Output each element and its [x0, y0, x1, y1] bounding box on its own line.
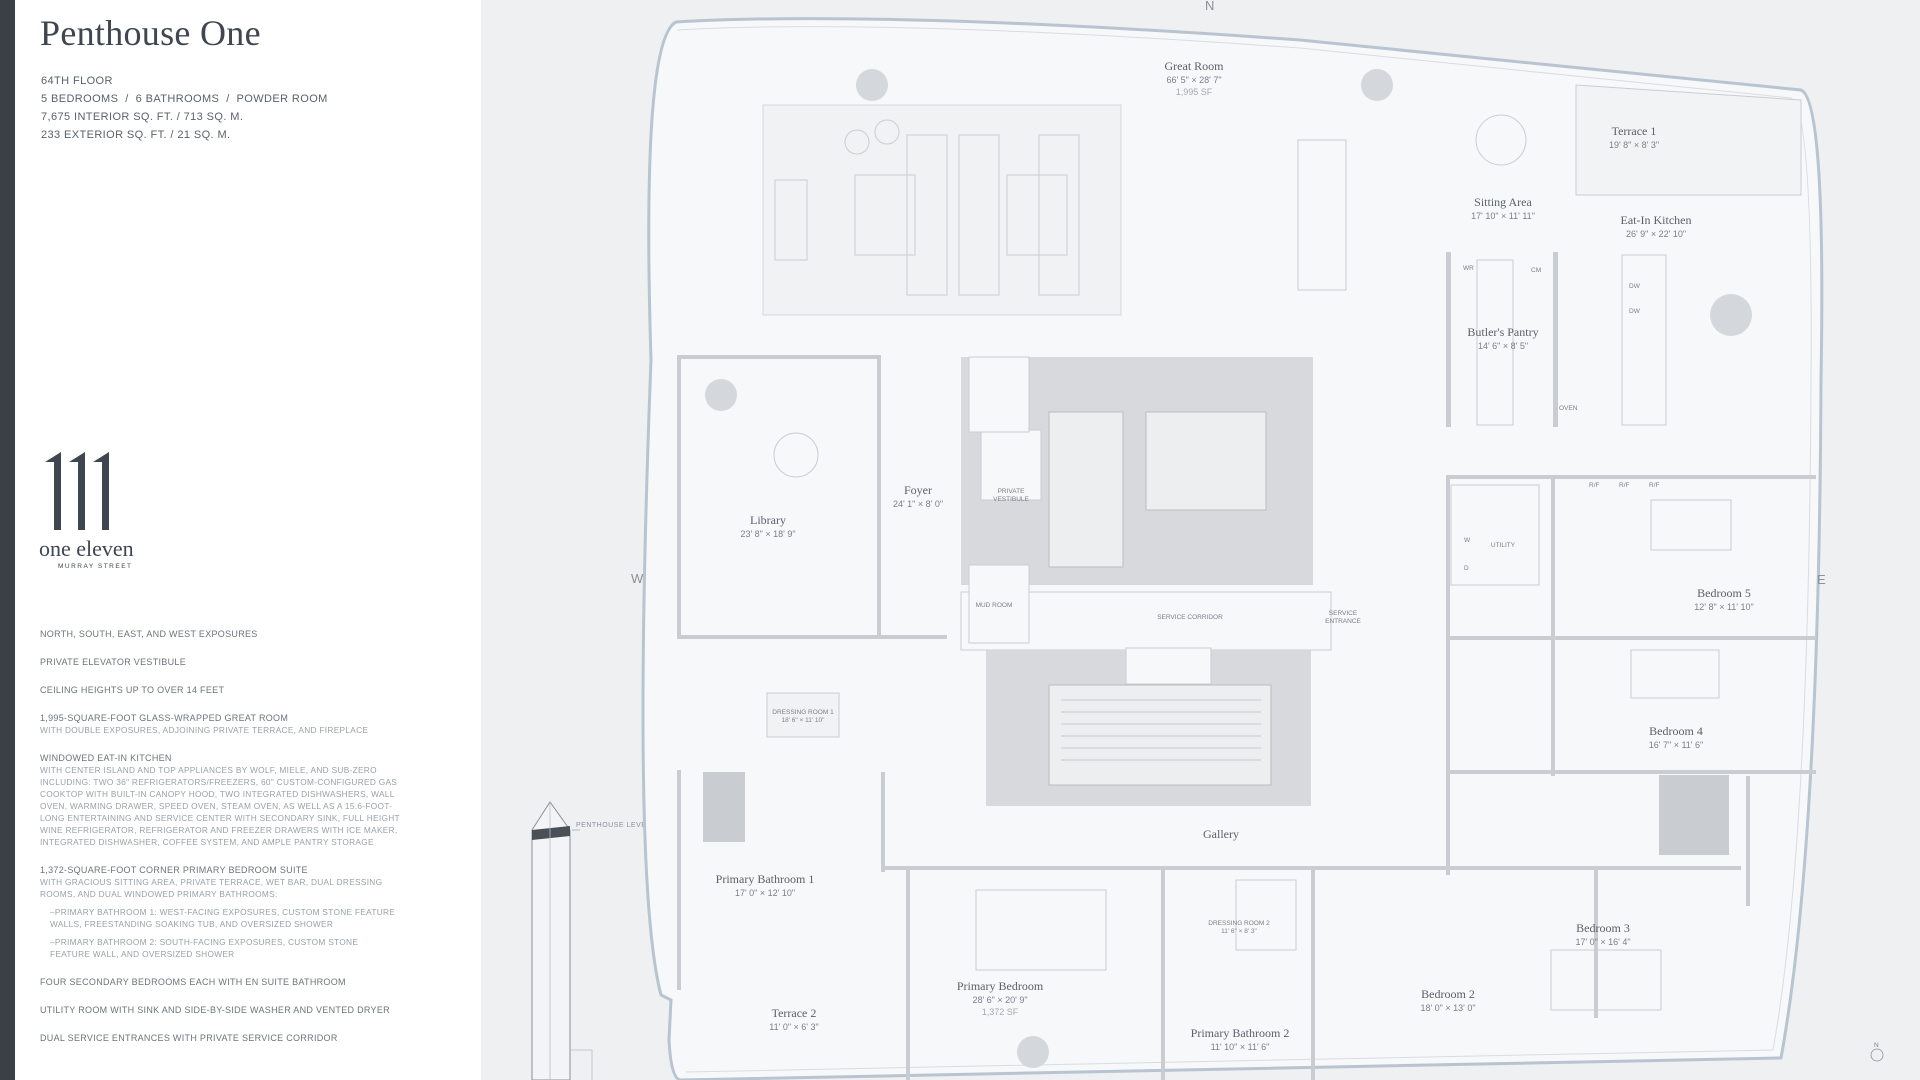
dressing-room-1-dim: 18' 6" × 11' 10": [782, 717, 826, 724]
room-eat-in-kitchen: Eat-In Kitchen 26' 9" × 22' 10": [1621, 213, 1692, 239]
info-panel: Penthouse One 64TH FLOOR 5 BEDROOMS / 6 …: [15, 0, 481, 1080]
room-sitting-area: Sitting Area 17' 10" × 11' 11": [1471, 195, 1535, 221]
room-library: Library 23' 8" × 18' 9": [740, 513, 795, 539]
svg-text:Bedroom 5: Bedroom 5: [1697, 586, 1751, 600]
floor-plan: N W E Great Room 66' 5" × 28' 7" 1,995 S…: [631, 0, 1884, 1080]
svg-text:Primary Bathroom 1: Primary Bathroom 1: [716, 872, 815, 886]
tower-illustration: [531, 801, 593, 1080]
feature-item: Dual service entrances with private serv…: [40, 1033, 338, 1043]
room-terrace-1: Terrace 1 19' 8" × 8' 3": [1609, 124, 1659, 150]
dressing-room-2-dim: 11' 6" × 8' 3": [1221, 928, 1257, 935]
wr-label: WR: [1463, 265, 1474, 272]
svg-text:Foyer: Foyer: [904, 483, 932, 497]
svg-text:24' 1" × 8' 0": 24' 1" × 8' 0": [893, 499, 943, 509]
feature-item: Private elevator vestibule: [40, 657, 187, 667]
svg-text:Bedroom 2: Bedroom 2: [1421, 987, 1475, 1001]
specs-list: 64TH FLOOR 5 BEDROOMS / 6 BATHROOMS / PO…: [41, 72, 328, 144]
room-bedroom-5: Bedroom 5 12' 8" × 11' 10": [1694, 586, 1753, 612]
compass-west: W: [631, 571, 644, 586]
svg-text:Bedroom 3: Bedroom 3: [1576, 921, 1630, 935]
feature-item: 1,995-square-foot glass-wrapped great ro…: [40, 713, 369, 735]
mud-room-label: MUD ROOM: [976, 602, 1013, 609]
compass-east: E: [1817, 572, 1826, 587]
edge-bar: [0, 0, 15, 1080]
room-foyer: Foyer 24' 1" × 8' 0": [893, 483, 943, 509]
svg-text:1,372 SF: 1,372 SF: [982, 1007, 1019, 1017]
rf-label: R/F: [1619, 482, 1630, 489]
brand-logo-mark: [45, 452, 109, 530]
room-primary-bathroom-2: Primary Bathroom 2 11' 10" × 11' 6": [1191, 1026, 1290, 1052]
spec-interior: 7,675 INTERIOR SQ. FT. / 713 SQ. M.: [41, 111, 244, 123]
svg-text:28' 6" × 20' 9": 28' 6" × 20' 9": [972, 995, 1027, 1005]
service-corridor-label: SERVICE CORRIDOR: [1157, 614, 1223, 621]
svg-text:14' 6" × 8' 5": 14' 6" × 8' 5": [1478, 341, 1528, 351]
svg-text:23' 8" × 18' 9": 23' 8" × 18' 9": [740, 529, 795, 539]
room-bedroom-4: Bedroom 4 16' 7" × 11' 6": [1649, 724, 1703, 750]
svg-text:18' 0" × 13' 0": 18' 0" × 13' 0": [1420, 1003, 1475, 1013]
svg-text:17' 0" × 16' 4": 17' 0" × 16' 4": [1575, 937, 1630, 947]
svg-text:Bedroom 4: Bedroom 4: [1649, 724, 1703, 738]
dryer-label: D: [1464, 565, 1469, 572]
page-title: Penthouse One: [40, 13, 261, 53]
north-arrow-icon: N: [1870, 1042, 1884, 1062]
feature-item: Four secondary bedrooms each with en sui…: [40, 977, 346, 987]
svg-text:Library: Library: [750, 513, 786, 527]
dressing-room-1-label: DRESSING ROOM 1: [772, 709, 834, 716]
feature-item: North, South, East, and West exposures: [40, 629, 258, 639]
dw-label: DW: [1629, 308, 1641, 315]
svg-text:Sitting Area: Sitting Area: [1474, 195, 1532, 209]
brand-logo-sub: MURRAY STREET: [58, 563, 133, 570]
svg-text:17' 0" × 12' 10": 17' 0" × 12' 10": [735, 888, 795, 898]
svg-text:11' 10" × 11' 6": 11' 10" × 11' 6": [1211, 1042, 1270, 1052]
svg-text:11' 0" × 6' 3": 11' 0" × 6' 3": [769, 1022, 818, 1032]
room-bedroom-2: Bedroom 2 18' 0" × 13' 0": [1420, 987, 1475, 1013]
svg-text:Gallery: Gallery: [1203, 827, 1239, 841]
rf-label: R/F: [1589, 482, 1600, 489]
service-entrance-label: SERVICE: [1329, 610, 1358, 617]
svg-text:Terrace 2: Terrace 2: [772, 1006, 817, 1020]
room-primary-bedroom: Primary Bedroom 28' 6" × 20' 9" 1,372 SF: [957, 979, 1044, 1017]
private-vestibule-label: VESTIBULE: [993, 496, 1029, 503]
private-vestibule-label: PRIVATE: [998, 488, 1026, 495]
feature-item: 1,372-square-foot corner primary bedroom…: [40, 865, 396, 959]
svg-text:19' 8" × 8' 3": 19' 8" × 8' 3": [1609, 140, 1659, 150]
spec-floor: 64TH FLOOR: [41, 75, 113, 87]
features-list: North, South, East, and West exposures P…: [40, 628, 400, 1060]
spec-exterior: 233 EXTERIOR SQ. FT. / 21 SQ. M.: [41, 129, 231, 141]
room-primary-bathroom-1: Primary Bathroom 1 17' 0" × 12' 10": [716, 872, 815, 898]
cm-label: CM: [1531, 267, 1541, 274]
svg-text:Great Room: Great Room: [1165, 59, 1225, 73]
svg-text:1,995 SF: 1,995 SF: [1176, 87, 1213, 97]
svg-text:12' 8" × 11' 10": 12' 8" × 11' 10": [1694, 602, 1753, 612]
feature-item: Ceiling heights up to over 14 feet: [40, 685, 225, 695]
room-butlers-pantry: Butler's Pantry 14' 6" × 8' 5": [1467, 325, 1538, 351]
washer-label: W: [1464, 537, 1471, 544]
room-great-room: Great Room 66' 5" × 28' 7" 1,995 SF: [1165, 59, 1225, 97]
dressing-room-2-label: DRESSING ROOM 2: [1208, 920, 1270, 927]
room-bedroom-3: Bedroom 3 17' 0" × 16' 4": [1575, 921, 1630, 947]
compass-north: N: [1205, 0, 1214, 13]
svg-text:Eat-In Kitchen: Eat-In Kitchen: [1621, 213, 1692, 227]
utility-label: UTILITY: [1491, 542, 1516, 549]
svg-text:N: N: [1874, 1042, 1879, 1049]
brand-logo-word: one eleven: [39, 536, 134, 561]
room-terrace-2: Terrace 2 11' 0" × 6' 3": [769, 1006, 818, 1032]
feature-item: Windowed eat-in kitchenwith center islan…: [40, 753, 400, 847]
svg-text:66' 5" × 28' 7": 66' 5" × 28' 7": [1166, 75, 1221, 85]
feature-item: Utility room with sink and side-by-side …: [40, 1005, 390, 1015]
svg-text:16' 7" × 11' 6": 16' 7" × 11' 6": [1649, 740, 1703, 750]
spec-rooms: 5 BEDROOMS / 6 BATHROOMS / POWDER ROOM: [41, 93, 328, 105]
svg-text:Primary Bedroom: Primary Bedroom: [957, 979, 1044, 993]
service-entrance-label: ENTRANCE: [1325, 618, 1361, 625]
svg-text:Butler's Pantry: Butler's Pantry: [1467, 325, 1538, 339]
svg-text:17' 10" × 11' 11": 17' 10" × 11' 11": [1471, 211, 1535, 221]
room-gallery: Gallery: [1203, 827, 1239, 841]
rf-label: R/F: [1649, 482, 1660, 489]
svg-text:26' 9" × 22' 10": 26' 9" × 22' 10": [1626, 229, 1686, 239]
svg-text:Primary Bathroom 2: Primary Bathroom 2: [1191, 1026, 1290, 1040]
svg-text:Terrace 1: Terrace 1: [1612, 124, 1657, 138]
dw-label: DW: [1629, 283, 1641, 290]
oven-label: OVEN: [1559, 405, 1578, 412]
tower-level-label: PENTHOUSE LEVEL 64: [576, 822, 662, 829]
